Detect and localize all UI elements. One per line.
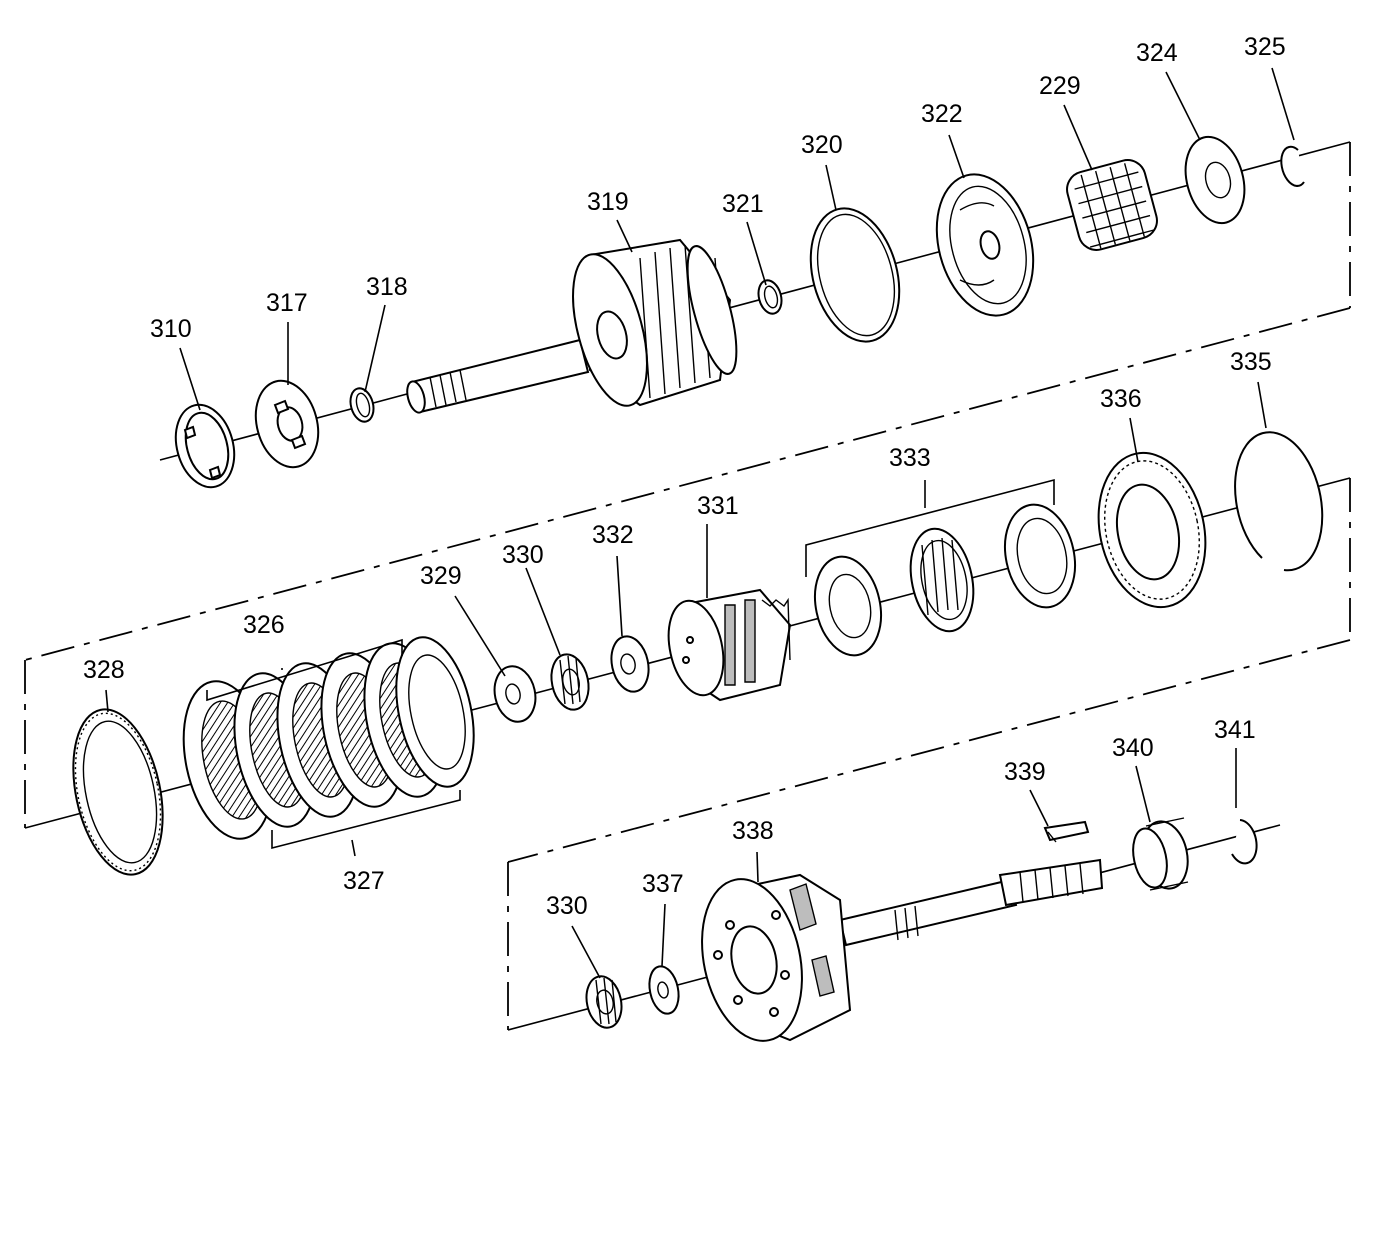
callout-321: 321 bbox=[722, 190, 764, 218]
part-322-piston bbox=[935, 173, 1035, 317]
part-340-bearing bbox=[1132, 817, 1189, 891]
part-329-thrust-washer bbox=[493, 665, 537, 723]
callout-318: 318 bbox=[366, 273, 408, 301]
callout-338: 338 bbox=[732, 817, 774, 845]
callout-330-upper: 330 bbox=[502, 541, 544, 569]
callout-328: 328 bbox=[83, 656, 125, 684]
part-333-bearing-assembly bbox=[814, 503, 1076, 657]
part-337-thrust-washer bbox=[648, 965, 680, 1015]
part-331-sun-gear-shell bbox=[667, 588, 792, 702]
callout-339: 339 bbox=[1004, 758, 1046, 786]
callout-327: 327 bbox=[343, 867, 385, 895]
part-341-snap-ring bbox=[1231, 819, 1258, 865]
part-335-snap-ring bbox=[1234, 431, 1324, 572]
callout-317: 317 bbox=[266, 289, 308, 317]
callout-330-lower: 330 bbox=[546, 892, 588, 920]
callout-333: 333 bbox=[889, 444, 931, 472]
part-339-clip bbox=[1043, 820, 1090, 843]
callout-341: 341 bbox=[1214, 716, 1256, 744]
group-frame-top bbox=[24, 142, 1351, 661]
callout-325: 325 bbox=[1244, 33, 1286, 61]
part-326-327-clutch-plates bbox=[182, 636, 475, 840]
part-332-thrust-washer bbox=[610, 635, 650, 693]
callout-229: 229 bbox=[1039, 72, 1081, 100]
part-318-o-ring bbox=[349, 387, 375, 423]
leader-lines bbox=[105, 67, 1295, 979]
part-328-backing-plate bbox=[72, 708, 164, 876]
part-310-snap-ring bbox=[174, 403, 236, 489]
part-330-thrust-bearing-b bbox=[585, 975, 623, 1029]
part-325-snap-ring bbox=[1280, 145, 1305, 187]
part-324-spring-retainer bbox=[1184, 135, 1246, 225]
callout-331: 331 bbox=[697, 492, 739, 520]
part-319-input-shaft-drum bbox=[406, 238, 738, 414]
part-320-ring bbox=[809, 207, 901, 343]
callout-329: 329 bbox=[420, 562, 462, 590]
part-330-thrust-bearing-a bbox=[550, 653, 590, 711]
callout-labels: 310 317 318 319 321 320 322 229 324 325 … bbox=[83, 33, 1286, 920]
part-321-seal-ring bbox=[757, 279, 783, 315]
part-338-planet-carrier-output-shaft bbox=[701, 858, 1104, 1042]
callout-310: 310 bbox=[150, 315, 192, 343]
callout-335: 335 bbox=[1230, 348, 1272, 376]
callout-336: 336 bbox=[1100, 385, 1142, 413]
callout-340: 340 bbox=[1112, 734, 1154, 762]
part-229-spring-pack bbox=[1066, 159, 1158, 251]
part-336-race bbox=[1097, 451, 1207, 609]
callout-319: 319 bbox=[587, 188, 629, 216]
callout-320: 320 bbox=[801, 131, 843, 159]
part-317-thrust-washer bbox=[254, 379, 320, 469]
callout-332: 332 bbox=[592, 521, 634, 549]
callout-324: 324 bbox=[1136, 39, 1178, 67]
callout-322: 322 bbox=[921, 100, 963, 128]
callout-326: 326 bbox=[243, 611, 285, 639]
callout-337: 337 bbox=[642, 870, 684, 898]
group-frame-middle bbox=[24, 478, 1351, 863]
